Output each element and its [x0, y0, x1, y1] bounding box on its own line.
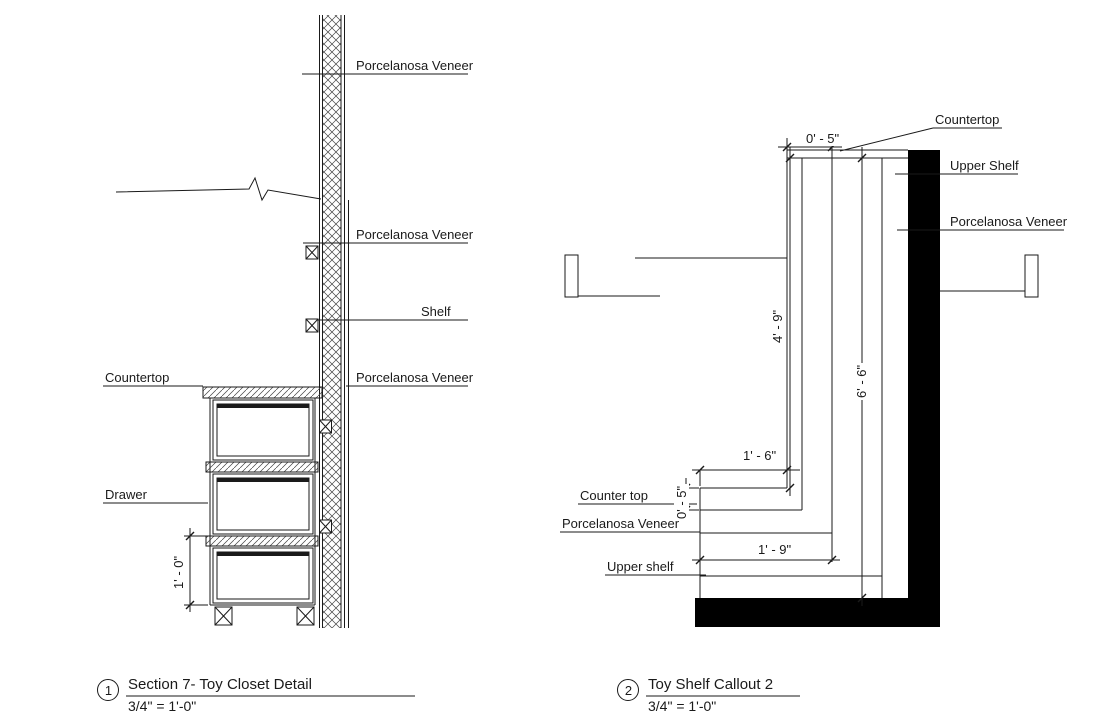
dim-counter-to-shelf: 4' - 9" — [770, 307, 785, 345]
callout-shelf: Shelf — [421, 304, 451, 319]
callout-upper-shelf-right: Upper Shelf — [950, 158, 1019, 173]
dim-total-height: 6' - 6" — [854, 362, 869, 400]
dim-shelf-depth: 1' - 9" — [756, 542, 794, 557]
dim-counter-thickness: 0' - 5" — [674, 483, 689, 521]
callout-porcelanosa-veneer-left: Porcelanosa Veneer — [562, 516, 680, 531]
detail-scale-2: 3/4" = 1'-0" — [648, 698, 717, 714]
callout-countertop-right: Countertop — [935, 112, 1000, 127]
detail-title-2: Toy Shelf Callout 2 — [648, 676, 774, 693]
callout-countertop: Countertop — [105, 370, 170, 385]
detail-number-1: 1 — [104, 683, 113, 698]
callout-porcelanosa-veneer-lower: Porcelanosa Veneer — [356, 370, 474, 385]
detail-scale-1: 3/4" = 1'-0" — [128, 698, 197, 714]
dim-counter-depth: 1' - 6" — [741, 448, 779, 463]
dim-top-overhang: 0' - 5" — [804, 131, 842, 146]
callout-porcelanosa-veneer-mid: Porcelanosa Veneer — [356, 227, 474, 242]
callout-drawer: Drawer — [105, 487, 147, 502]
detail-title-1: Section 7- Toy Closet Detail — [128, 676, 312, 693]
callout-porcelanosa-veneer-right: Porcelanosa Veneer — [950, 214, 1068, 229]
detail-number-2: 2 — [624, 683, 633, 698]
callout-upper-shelf-left: Upper shelf — [607, 559, 674, 574]
dim-drawer-height: 1' - 0" — [171, 553, 186, 591]
callout-counter-top-left: Counter top — [580, 488, 648, 503]
callout-porcelanosa-veneer-top: Porcelanosa Veneer — [356, 58, 474, 73]
